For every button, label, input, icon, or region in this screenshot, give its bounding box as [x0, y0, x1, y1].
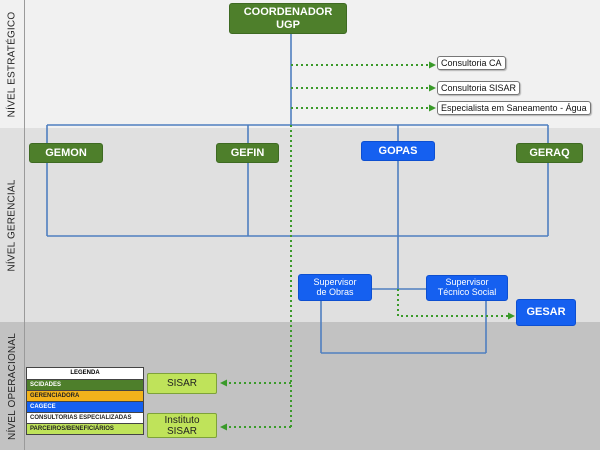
coordinator-ugp-box: COORDENADOR UGP: [229, 3, 347, 34]
legend-item-gerenciadora: GERENCIADORA: [27, 390, 143, 401]
legend-title: LEGENDA: [70, 370, 100, 376]
gemon-box: GEMON: [29, 143, 103, 163]
geraq-box: GERAQ: [516, 143, 583, 163]
legend-item-parceiros: PARCEIROS/BENEFICIÁRIOS: [27, 423, 143, 434]
legend-item-cagece: CAGECE: [27, 401, 143, 412]
dotted-link-gesar: [397, 289, 510, 317]
gefin-box: GEFIN: [216, 143, 279, 163]
arrow-gesar: [508, 312, 515, 320]
legend-item-scidades: SCIDADES: [27, 379, 143, 390]
instituto-sisar-box: Instituto SISAR: [147, 413, 217, 438]
supervisor-obras-box: Supervisor de Obras: [298, 274, 372, 301]
legend: LEGENDA SCIDADES GERENCIADORA CAGECE CON…: [26, 367, 144, 435]
gopas-box: GOPAS: [361, 141, 435, 161]
arrow-especialista: [429, 104, 436, 112]
consultoria-sisar-callout: Consultoria SISAR: [437, 81, 521, 95]
arrow-consultoria-ca: [429, 61, 436, 69]
supervisor-tecnico-social-box: Supervisor Técnico Social: [426, 275, 508, 301]
arrow-sisar: [220, 379, 227, 387]
gesar-box: GESAR: [516, 299, 576, 326]
consultoria-ca-callout: Consultoria CA: [437, 56, 506, 70]
sisar-box: SISAR: [147, 373, 217, 394]
especialista-callout: Especialista em Saneamento - Água: [437, 101, 591, 115]
legend-item-consultorias: CONSULTORIAS ESPECIALIZADAS: [27, 412, 143, 423]
arrow-consultoria-sisar: [429, 84, 436, 92]
level-divider-line: [24, 0, 25, 450]
arrow-instituto: [220, 423, 227, 431]
